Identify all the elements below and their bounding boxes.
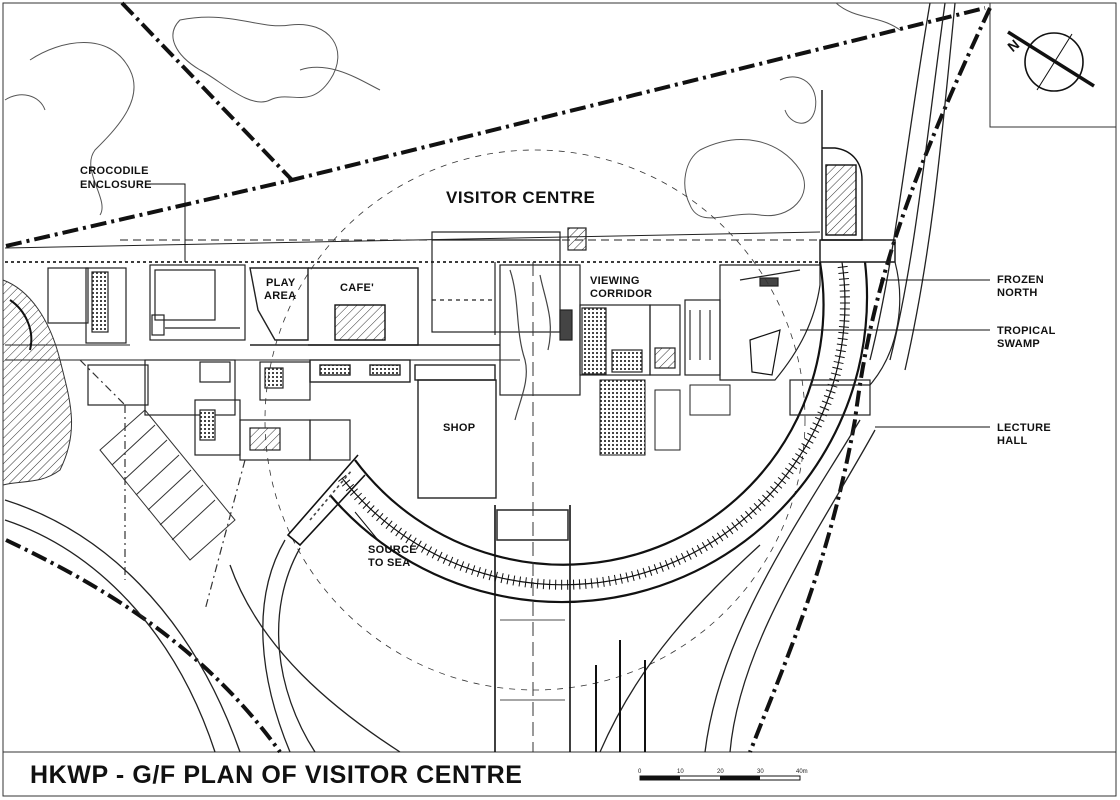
label-lecture-hall-2: HALL [997, 435, 1028, 447]
site-boundary [5, 1, 992, 754]
label-lecture-hall-1: LECTURE [997, 422, 1051, 434]
label-crocodile-enclosure-1: CROCODILE [80, 165, 149, 177]
label-source-to-sea-2: TO SEA [368, 557, 411, 569]
label-viewing-corridor-1: VIEWING [590, 275, 640, 287]
play-cafe-block [249, 267, 500, 346]
service-wing [87, 359, 351, 461]
label-frozen-north-1: FROZEN [997, 274, 1044, 286]
label-play-area-1: PLAY [266, 277, 296, 289]
rock-garden [2, 279, 72, 486]
label-viewing-corridor-2: CORRIDOR [590, 288, 652, 300]
plan-title: VISITOR CENTRE [446, 188, 595, 207]
scale-bar: 0 10 20 30 40m [638, 769, 808, 781]
west-wing [47, 264, 246, 344]
viewing-corridor-block [499, 264, 721, 421]
north-arrow-icon: N [1004, 30, 1095, 92]
label-tropical-swamp-2: SWAMP [997, 338, 1040, 350]
source-to-sea-path [286, 454, 366, 547]
zone-dashed-lines [79, 149, 806, 691]
footer-plan-title: HKWP - G/F PLAN OF VISITOR CENTRE [30, 761, 523, 789]
main-walkway [4, 231, 821, 361]
central-walkway-south [494, 262, 571, 752]
label-cafe: CAFE' [340, 282, 374, 294]
east-plaza [789, 261, 901, 416]
lookout-structure [819, 90, 896, 263]
north-arrow-box: N [989, 3, 1116, 128]
leader-lines [150, 183, 990, 541]
parking-bays [99, 409, 236, 561]
lecture-hall-seating [599, 379, 731, 456]
jetty-lines [595, 640, 646, 752]
scale-tick-10: 10 [677, 769, 684, 775]
central-block [431, 227, 587, 335]
scale-tick-20: 20 [717, 769, 724, 775]
scale-tick-0: 0 [638, 769, 642, 775]
label-play-area-2: AREA [264, 290, 296, 302]
label-source-to-sea-1: SOURCE [368, 544, 417, 556]
scale-tick-30: 30 [757, 769, 764, 775]
exhibit-halls-east [719, 264, 821, 381]
label-frozen-north-2: NORTH [997, 287, 1038, 299]
south-curved-roads [4, 2, 956, 753]
curved-terrace [329, 261, 869, 604]
scale-tick-40m: 40m [796, 769, 808, 775]
landscape-outlines [4, 2, 901, 219]
label-crocodile-enclosure-2: ENCLOSURE [80, 179, 152, 191]
label-shop: SHOP [443, 422, 475, 434]
label-tropical-swamp-1: TROPICAL [997, 325, 1056, 337]
